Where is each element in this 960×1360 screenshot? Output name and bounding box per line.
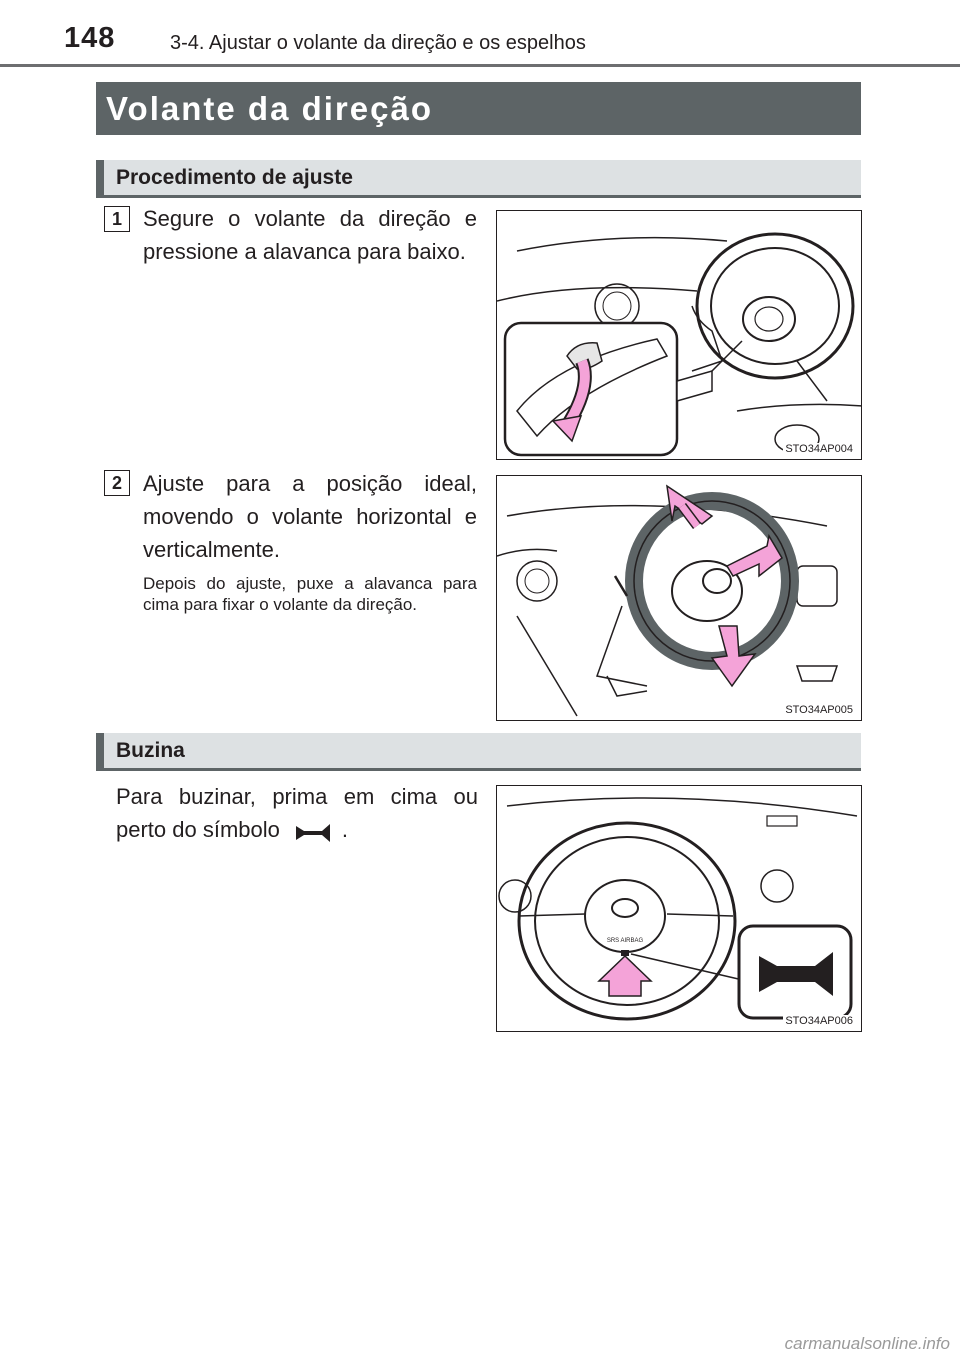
header-rule [0,64,960,67]
step-number-2: 2 [104,470,130,496]
step-number-1: 1 [104,206,130,232]
figure-steering-lever: STO34AP004 [496,210,862,460]
running-header: 3-4. Ajustar o volante da direção e os e… [170,32,586,54]
step-2-text: Ajuste para a posição ideal, movendo o v… [143,471,477,562]
horn-heading: Buzina [96,733,861,771]
figure-code: STO34AP004 [783,443,855,455]
horn-text-before: Para buzinar, prima em cima ou perto do … [116,784,478,842]
figure-code: STO34AP005 [783,704,855,716]
figure-horn: SRS AIRBAG STO34AP006 [496,785,862,1032]
horn-text-after: . [341,817,348,842]
watermark: carmanualsonline.info [784,1334,950,1353]
step-1-text: Segure o volante da direção e pressione … [143,206,477,264]
figure-steering-adjust: STO34AP005 [496,475,862,721]
airbag-label: SRS AIRBAG [607,938,644,944]
figure-code: STO34AP006 [783,1015,855,1027]
section-title: Volante da direção [96,82,861,135]
horn-text: Para buzinar, prima em cima ou perto do … [116,780,478,846]
step-2-note: Depois do ajuste, puxe a alavanca para c… [143,574,477,614]
page-number: 148 [64,22,116,54]
procedure-heading: Procedimento de ajuste [96,160,861,198]
horn-icon [294,820,332,843]
